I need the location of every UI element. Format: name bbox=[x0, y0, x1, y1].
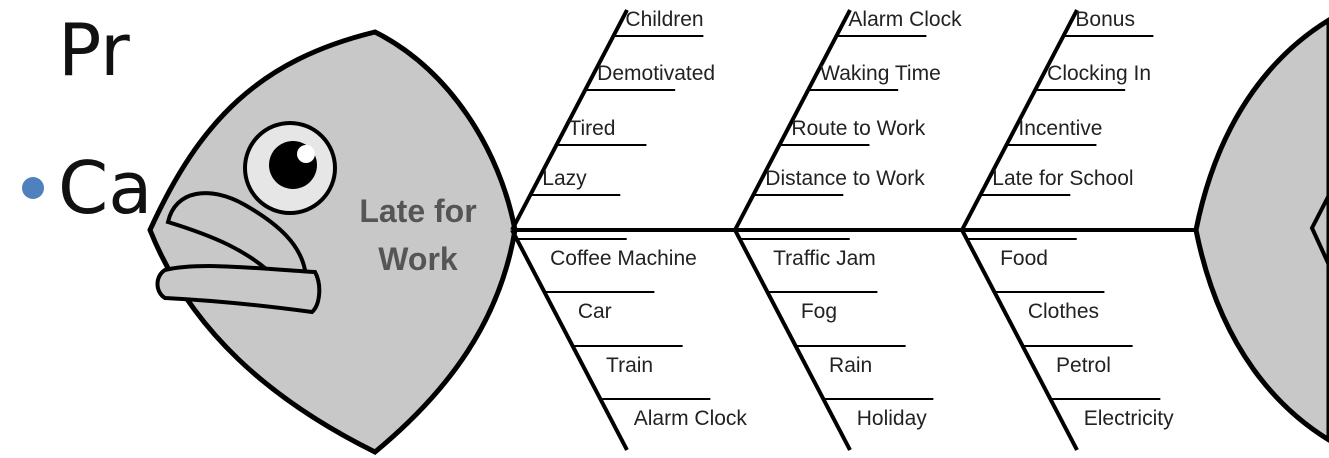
cause-label: Lazy bbox=[542, 167, 587, 190]
upper-bone-3 bbox=[960, 9, 1079, 231]
cause-label: Alarm Clock bbox=[634, 407, 748, 430]
problem-label-line-2: Work bbox=[378, 241, 458, 277]
cause-label: Car bbox=[578, 300, 612, 323]
cause-label: Waking Time bbox=[820, 62, 941, 85]
cause-label: Coffee Machine bbox=[550, 247, 697, 270]
cause-label: Food bbox=[1000, 247, 1048, 270]
slide-bullet: Ca bbox=[22, 152, 152, 224]
cause-label: Electricity bbox=[1084, 407, 1174, 430]
cause-label: Bonus bbox=[1075, 8, 1135, 31]
cause-label: Clothes bbox=[1028, 300, 1099, 323]
cause-label: Fog bbox=[801, 300, 837, 323]
problem-label-line-1: Late for bbox=[359, 193, 476, 229]
cause-label: Late for School bbox=[992, 167, 1133, 190]
lower-bone-1 bbox=[510, 229, 629, 451]
slide-bullet-text: Ca bbox=[58, 146, 153, 230]
fish-lower-lip bbox=[155, 264, 322, 315]
upper-bone-2 bbox=[733, 9, 852, 231]
cause-label: Holiday bbox=[857, 407, 928, 430]
cause-label: Train bbox=[606, 354, 653, 377]
cause-label: Route to Work bbox=[791, 117, 925, 140]
cause-label: Traffic Jam bbox=[773, 247, 876, 270]
cause-label: Alarm Clock bbox=[848, 8, 962, 31]
lower-bone-2 bbox=[733, 229, 852, 451]
fish-tail-notch bbox=[1309, 194, 1329, 266]
cause-label: Children bbox=[625, 8, 703, 31]
lower-bone-3 bbox=[960, 229, 1079, 451]
slide-title: Pr bbox=[58, 8, 130, 92]
fish-head bbox=[147, 29, 518, 455]
cause-label: Demotivated bbox=[597, 62, 715, 85]
cause-label: Distance to Work bbox=[765, 167, 925, 190]
bullet-dot bbox=[22, 177, 44, 199]
cause-label: Petrol bbox=[1056, 354, 1111, 377]
cause-label: Rain bbox=[829, 354, 872, 377]
cause-label: Incentive bbox=[1018, 117, 1102, 140]
fish-eye-highlight bbox=[297, 145, 315, 163]
cause-label: Clocking In bbox=[1047, 62, 1151, 85]
fish-tail bbox=[1193, 17, 1329, 443]
cause-label: Tired bbox=[568, 117, 615, 140]
upper-bone-1 bbox=[510, 9, 629, 231]
